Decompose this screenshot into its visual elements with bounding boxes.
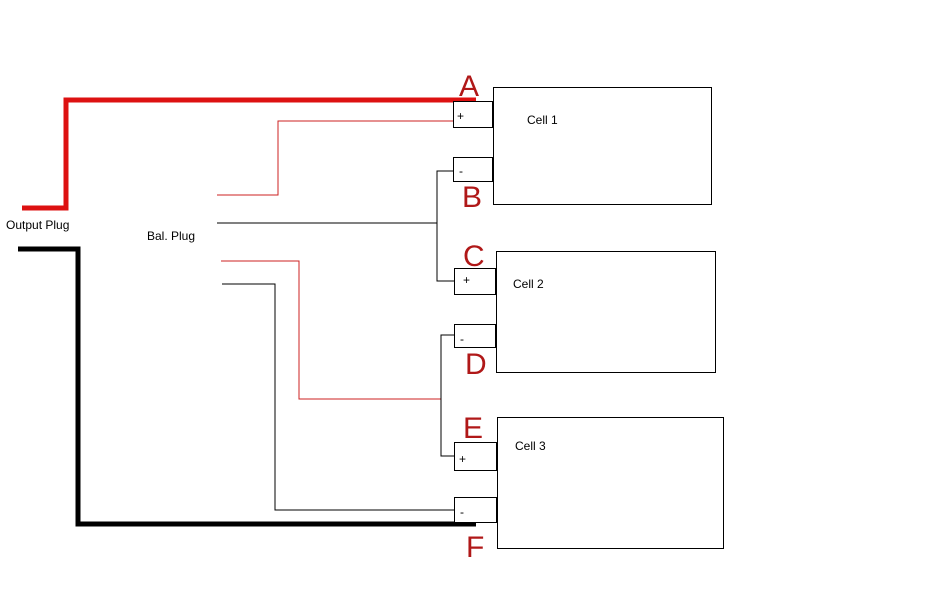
series-link-cell2-cell3 <box>440 334 455 457</box>
main-negative-wire <box>18 246 476 527</box>
cell-2-negative-terminal <box>454 324 496 348</box>
node-label-a: A <box>459 70 479 103</box>
node-label-b: B <box>462 181 482 214</box>
bal-plug-label: Bal. Plug <box>147 229 195 243</box>
cell-3-positive-terminal <box>454 442 497 471</box>
cell-3-positive-symbol: + <box>459 452 466 466</box>
cell-1-negative-symbol: - <box>459 164 463 178</box>
cell-3-label: Cell 3 <box>515 439 546 453</box>
main-positive-wire <box>22 97 476 211</box>
series-link-cell1-cell2 <box>436 170 454 282</box>
node-label-d: D <box>465 348 487 381</box>
node-label-f: F <box>466 531 484 564</box>
cell-3-negative-symbol: - <box>460 505 464 519</box>
cell-2-negative-symbol: - <box>460 332 464 346</box>
cell-1-positive-terminal <box>453 101 493 128</box>
output-plug-label: Output Plug <box>6 218 69 232</box>
cell-2-positive-symbol: + <box>463 273 470 287</box>
cell-1-negative-terminal <box>453 157 493 182</box>
cell-2-positive-terminal <box>454 268 496 295</box>
cell-1-box <box>493 87 712 205</box>
cell-1-positive-symbol: + <box>457 109 464 123</box>
balance-lead-de <box>221 260 441 400</box>
cell-2-label: Cell 2 <box>513 277 544 291</box>
cell-2-box <box>496 251 716 373</box>
cell-3-box <box>497 417 724 549</box>
balance-lead-f <box>222 283 455 511</box>
node-label-c: C <box>463 240 485 273</box>
balance-lead-a <box>217 120 454 196</box>
node-label-e: E <box>463 412 483 445</box>
cell-3-negative-terminal <box>454 497 497 523</box>
cell-1-label: Cell 1 <box>527 113 558 127</box>
